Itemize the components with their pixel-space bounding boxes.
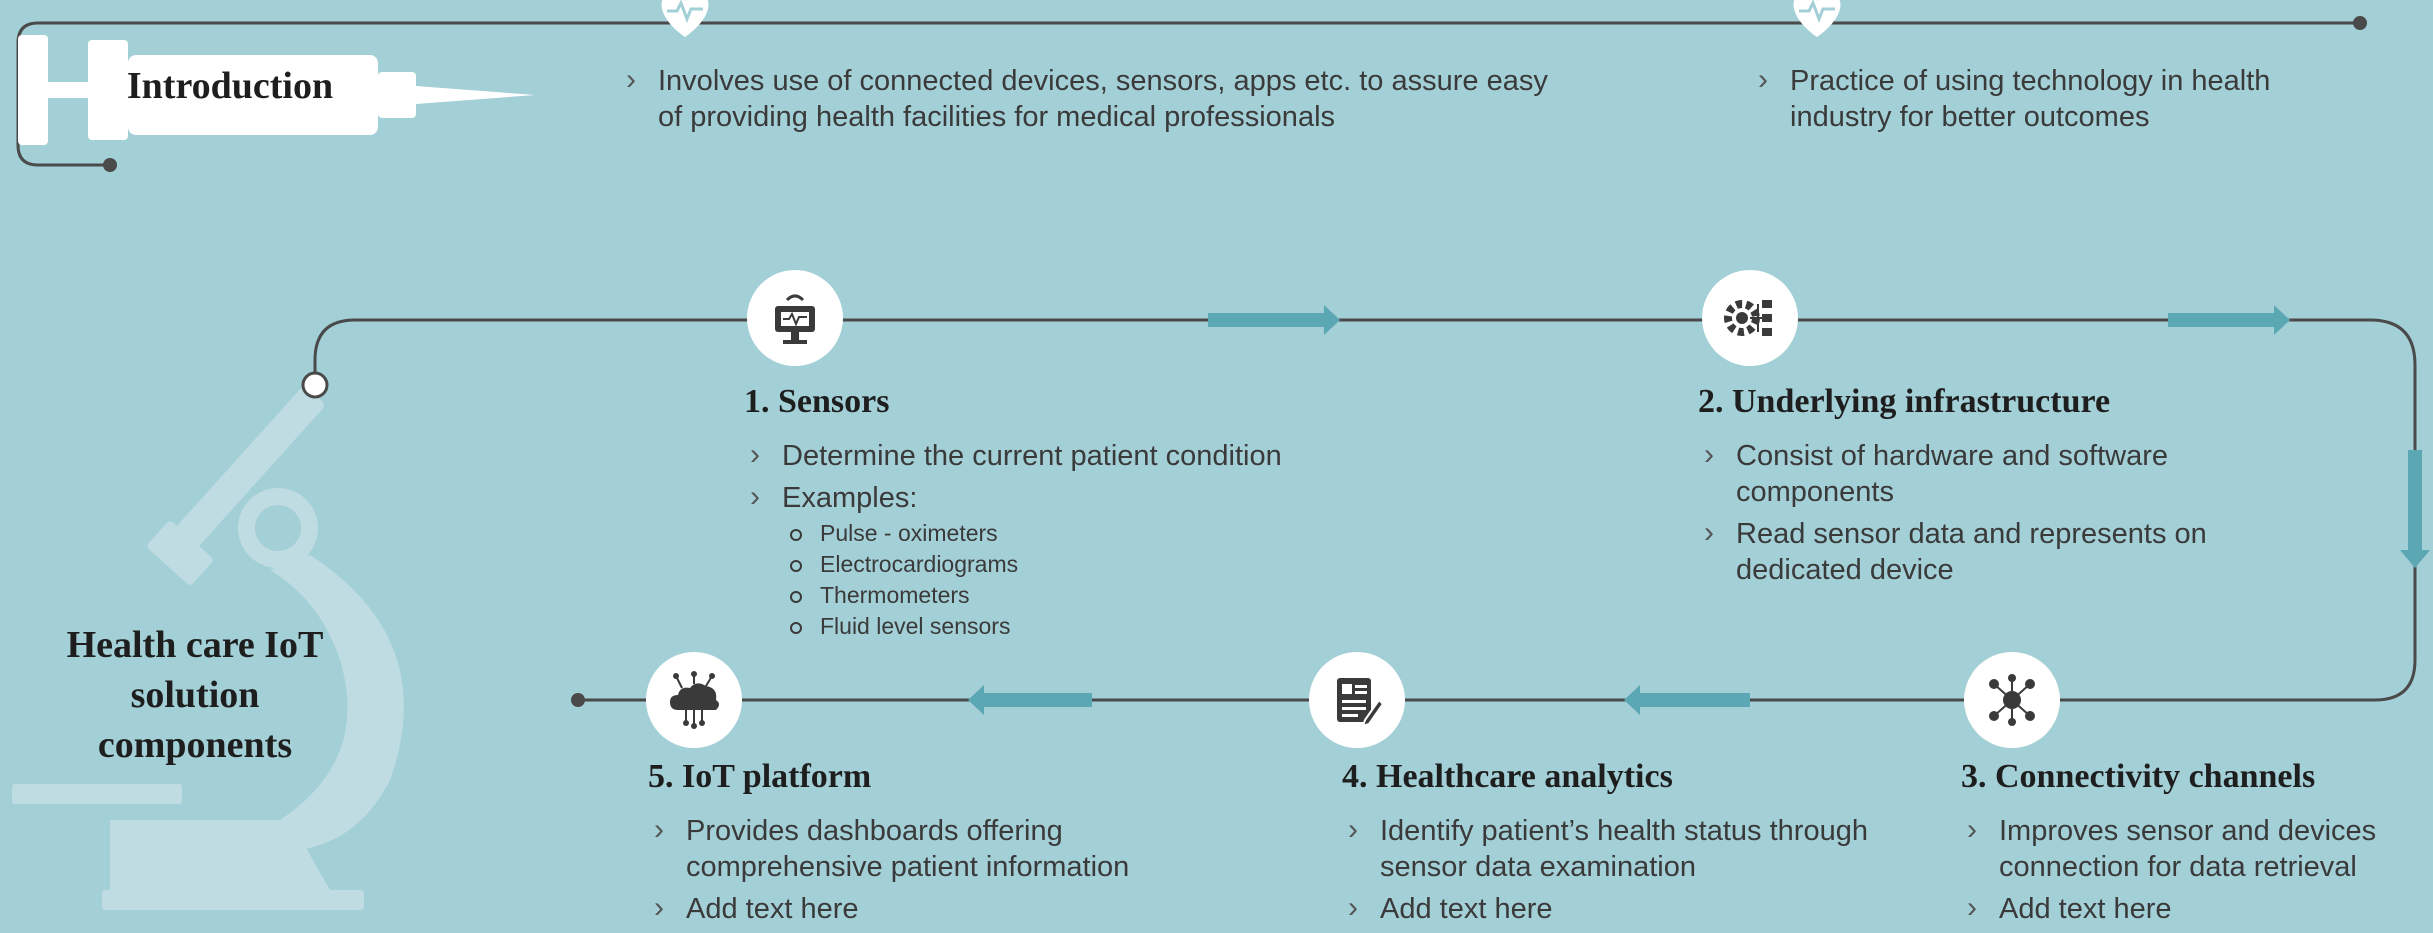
component-point-text: Examples: bbox=[782, 482, 918, 514]
heartbeat-icon bbox=[661, 0, 709, 37]
sensor-example: Fluid level sensors bbox=[782, 611, 1384, 642]
component-point: Identify patient’s health status through… bbox=[1342, 812, 1882, 885]
intro-points-left: Involves use of connected devices, senso… bbox=[620, 62, 1580, 141]
component-point: Add text here bbox=[648, 890, 1208, 927]
flow-connector-line bbox=[313, 318, 2417, 702]
component-points-iot-platform: Provides dashboards offering comprehensi… bbox=[648, 812, 1208, 933]
component-points-connectivity: Improves sensor and devices connection f… bbox=[1961, 812, 2431, 933]
arrow-icon bbox=[2400, 450, 2430, 568]
sensor-examples: Pulse - oximeters Electrocardiograms The… bbox=[782, 518, 1384, 642]
component-title-analytics: 4. Healthcare analytics bbox=[1342, 758, 1673, 795]
component-point: Provides dashboards offering comprehensi… bbox=[648, 812, 1208, 885]
arrow-icon bbox=[968, 685, 1092, 715]
component-point: Consist of hardware and software compone… bbox=[1698, 437, 2258, 510]
component-point: Determine the current patient condition bbox=[744, 437, 1384, 474]
flow-start-node bbox=[301, 371, 329, 399]
component-points-infrastructure: Consist of hardware and software compone… bbox=[1698, 437, 2258, 594]
intro-line-start-dot bbox=[103, 158, 117, 172]
sensor-example: Electrocardiograms bbox=[782, 549, 1384, 580]
intro-title: Introduction bbox=[126, 65, 334, 107]
component-points-sensors: Determine the current patient condition … bbox=[744, 437, 1384, 648]
component-point: Improves sensor and devices connection f… bbox=[1961, 812, 2431, 885]
intro-points-right: Practice of using technology in health i… bbox=[1752, 62, 2352, 141]
intro-point: Practice of using technology in health i… bbox=[1752, 62, 2352, 135]
infrastructure-icon-circle bbox=[1702, 270, 1798, 366]
microscope-icon bbox=[12, 387, 404, 910]
component-point: Add text here bbox=[1961, 890, 2431, 927]
intro-line-end-dot bbox=[2353, 16, 2367, 30]
component-points-analytics: Identify patient’s health status through… bbox=[1342, 812, 1882, 933]
component-title-connectivity: 3. Connectivity channels bbox=[1961, 758, 2316, 795]
main-title: Health care IoT solution components bbox=[66, 624, 324, 766]
sensor-device-icon bbox=[775, 294, 815, 344]
component-point: Add text here bbox=[1342, 890, 1882, 927]
arrow-icon bbox=[1624, 685, 1750, 715]
sensor-example: Thermometers bbox=[782, 580, 1384, 611]
component-title-sensors: 1. Sensors bbox=[744, 383, 890, 420]
heartbeat-icon bbox=[1793, 0, 1841, 37]
arrow-icon bbox=[1208, 305, 1340, 335]
sensors-icon-circle bbox=[747, 270, 843, 366]
sensor-example: Pulse - oximeters bbox=[782, 518, 1384, 549]
component-title-infrastructure: 2. Underlying infrastructure bbox=[1698, 383, 2111, 420]
syringe-icon bbox=[18, 35, 535, 145]
component-point: Examples: Pulse - oximeters Electrocardi… bbox=[744, 479, 1384, 642]
flow-end-dot bbox=[571, 693, 585, 707]
arrow-icon bbox=[2168, 305, 2290, 335]
analytics-report-icon bbox=[1337, 678, 1385, 728]
iot-cloud-icon bbox=[670, 671, 719, 729]
connectivity-hub-icon bbox=[1989, 674, 2035, 726]
gear-network-icon bbox=[1724, 300, 1772, 336]
analytics-icon-circle bbox=[1309, 652, 1405, 748]
connectivity-icon-circle bbox=[1964, 652, 2060, 748]
iot-platform-icon-circle bbox=[646, 652, 742, 748]
intro-point: Involves use of connected devices, senso… bbox=[620, 62, 1580, 135]
component-point: Read sensor data and represents on dedic… bbox=[1698, 515, 2258, 588]
component-title-iot-platform: 5. IoT platform bbox=[648, 758, 872, 795]
